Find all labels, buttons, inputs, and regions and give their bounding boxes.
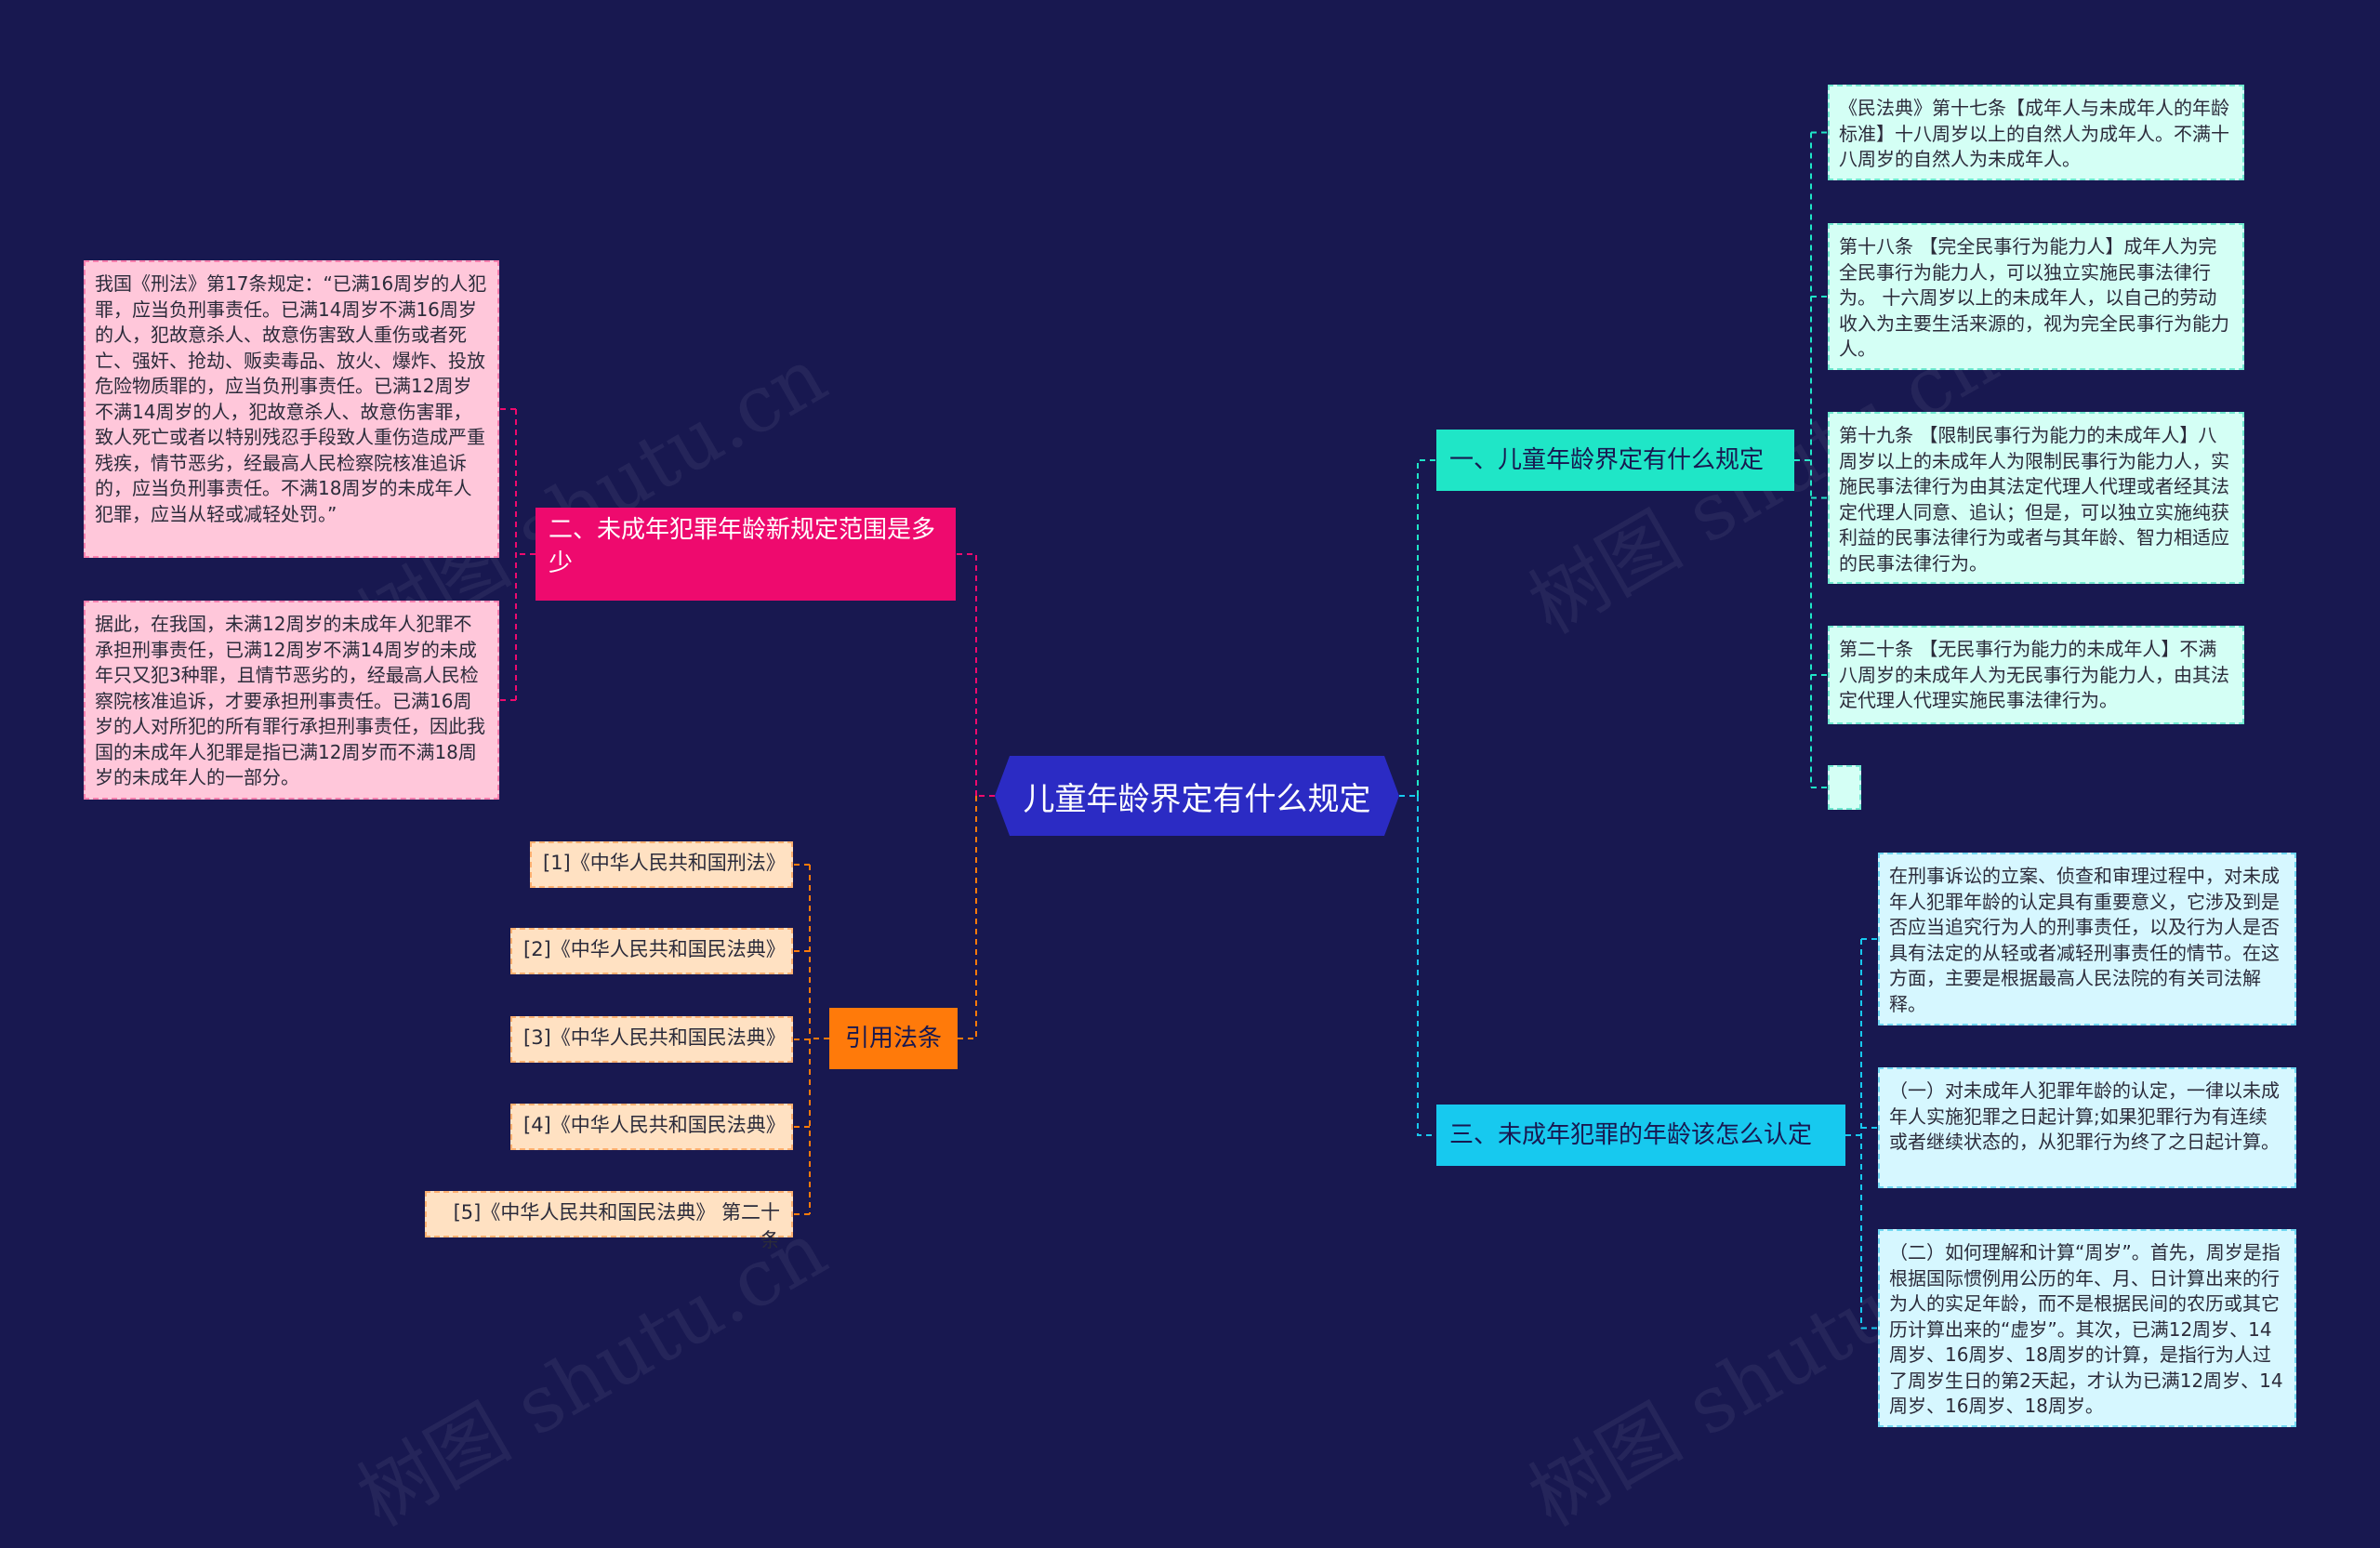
leaf-text: 第十九条 【限制民事行为能力的未成年人】八周岁以上的未成年人为限制民事行为能力人… bbox=[1839, 424, 2229, 575]
leaf-citation-5[interactable]: [5]《中华人民共和国民法典》 第二十条 bbox=[425, 1191, 793, 1251]
leaf-civil-code-article-17[interactable]: 《民法典》第十七条【成年人与未成年人的年龄标准】十八周岁以上的自然人为成年人。不… bbox=[1828, 85, 2244, 180]
leaf-text: 《民法典》第十七条【成年人与未成年人的年龄标准】十八周岁以上的自然人为成年人。不… bbox=[1839, 97, 2229, 170]
branch-label: 三、未成年犯罪的年龄该怎么认定 bbox=[1449, 1121, 1813, 1149]
branch-node-age-range[interactable]: 二、未成年犯罪年龄新规定范围是多少 bbox=[536, 508, 956, 601]
leaf-citation-4[interactable]: [4]《中华人民共和国民法典》 bbox=[510, 1104, 793, 1150]
branch-node-age-determination[interactable]: 三、未成年犯罪的年龄该怎么认定 bbox=[1436, 1105, 1845, 1166]
leaf-text: 在刑事诉讼的立案、侦查和审理过程中，对未成年人犯罪年龄的认定具有重要意义，它涉及… bbox=[1889, 865, 2280, 1015]
leaf-criminal-law-article-17[interactable]: 我国《刑法》第17条规定：“已满16周岁的人犯罪，应当负刑事责任。已满14周岁不… bbox=[84, 260, 499, 558]
leaf-citation-1[interactable]: [1]《中华人民共和国刑法》 bbox=[530, 841, 793, 888]
leaf-age-determination-overview[interactable]: 在刑事诉讼的立案、侦查和审理过程中，对未成年人犯罪年龄的认定具有重要意义，它涉及… bbox=[1878, 853, 2296, 1025]
leaf-citation-3[interactable]: [3]《中华人民共和国民法典》 bbox=[510, 1016, 793, 1063]
connector-root-branch-cyan bbox=[1417, 796, 1436, 1136]
branch-label: 二、未成年犯罪年龄新规定范围是多少 bbox=[549, 516, 936, 577]
leaf-text: 第二十条 【无民事行为能力的未成年人】不满八周岁的未成年人为无民事行为能力人，由… bbox=[1839, 638, 2229, 711]
citation-text: [3]《中华人民共和国民法典》 bbox=[523, 1026, 786, 1049]
leaf-text: 我国《刑法》第17条规定：“已满16周岁的人犯罪，应当负刑事责任。已满14周岁不… bbox=[95, 272, 487, 525]
branch-label: 一、儿童年龄界定有什么规定 bbox=[1449, 446, 1765, 474]
leaf-citation-2[interactable]: [2]《中华人民共和国民法典》 bbox=[510, 928, 793, 974]
leaf-civil-code-article-18[interactable]: 第十八条 【完全民事行为能力人】成年人为完全民事行为能力人，可以独立实施民事法律… bbox=[1828, 223, 2244, 370]
citation-text: [2]《中华人民共和国民法典》 bbox=[523, 938, 786, 960]
leaf-empty[interactable] bbox=[1828, 765, 1861, 810]
connector-root-branch-teal bbox=[1417, 459, 1436, 796]
leaf-age-explanation[interactable]: 据此，在我国，未满12周岁的未成年人犯罪不承担刑事责任，已满12周岁不满14周岁… bbox=[84, 601, 499, 800]
root-label: 儿童年龄界定有什么规定 bbox=[1023, 780, 1371, 818]
leaf-text: 第十八条 【完全民事行为能力人】成年人为完全民事行为能力人，可以独立实施民事法律… bbox=[1839, 235, 2229, 360]
branch-node-age-rules[interactable]: 一、儿童年龄界定有什么规定 bbox=[1436, 430, 1794, 491]
citation-text: [4]《中华人民共和国民法典》 bbox=[523, 1114, 786, 1136]
citation-text: [1]《中华人民共和国刑法》 bbox=[543, 852, 786, 874]
branch-node-cited-laws[interactable]: 引用法条 bbox=[829, 1008, 958, 1069]
leaf-civil-code-article-20[interactable]: 第二十条 【无民事行为能力的未成年人】不满八周岁的未成年人为无民事行为能力人，由… bbox=[1828, 626, 2244, 724]
leaf-civil-code-article-19[interactable]: 第十九条 【限制民事行为能力的未成年人】八周岁以上的未成年人为限制民事行为能力人… bbox=[1828, 412, 2244, 584]
root-node[interactable]: 儿童年龄界定有什么规定 bbox=[995, 756, 1399, 836]
leaf-text: 据此，在我国，未满12周岁的未成年人犯罪不承担刑事责任，已满12周岁不满14周岁… bbox=[95, 613, 485, 788]
leaf-full-age-definition[interactable]: （二）如何理解和计算“周岁”。首先，周岁是指根据国际惯例用公历的年、月、日计算出… bbox=[1878, 1229, 2296, 1427]
leaf-age-calculation-start[interactable]: （一）对未成年人犯罪年龄的认定，一律以未成年人实施犯罪之日起计算;如果犯罪行为有… bbox=[1878, 1067, 2296, 1188]
connector-root-branch-orange bbox=[958, 796, 977, 1039]
leaf-text: （一）对未成年人犯罪年龄的认定，一律以未成年人实施犯罪之日起计算;如果犯罪行为有… bbox=[1889, 1079, 2280, 1153]
connector-root-branch-pink bbox=[956, 553, 977, 796]
citation-text: [5]《中华人民共和国民法典》 第二十条 bbox=[453, 1201, 780, 1251]
leaf-text: （二）如何理解和计算“周岁”。首先，周岁是指根据国际惯例用公历的年、月、日计算出… bbox=[1889, 1241, 2283, 1417]
branch-label: 引用法条 bbox=[844, 1025, 942, 1052]
connector-lines bbox=[499, 131, 1878, 1330]
